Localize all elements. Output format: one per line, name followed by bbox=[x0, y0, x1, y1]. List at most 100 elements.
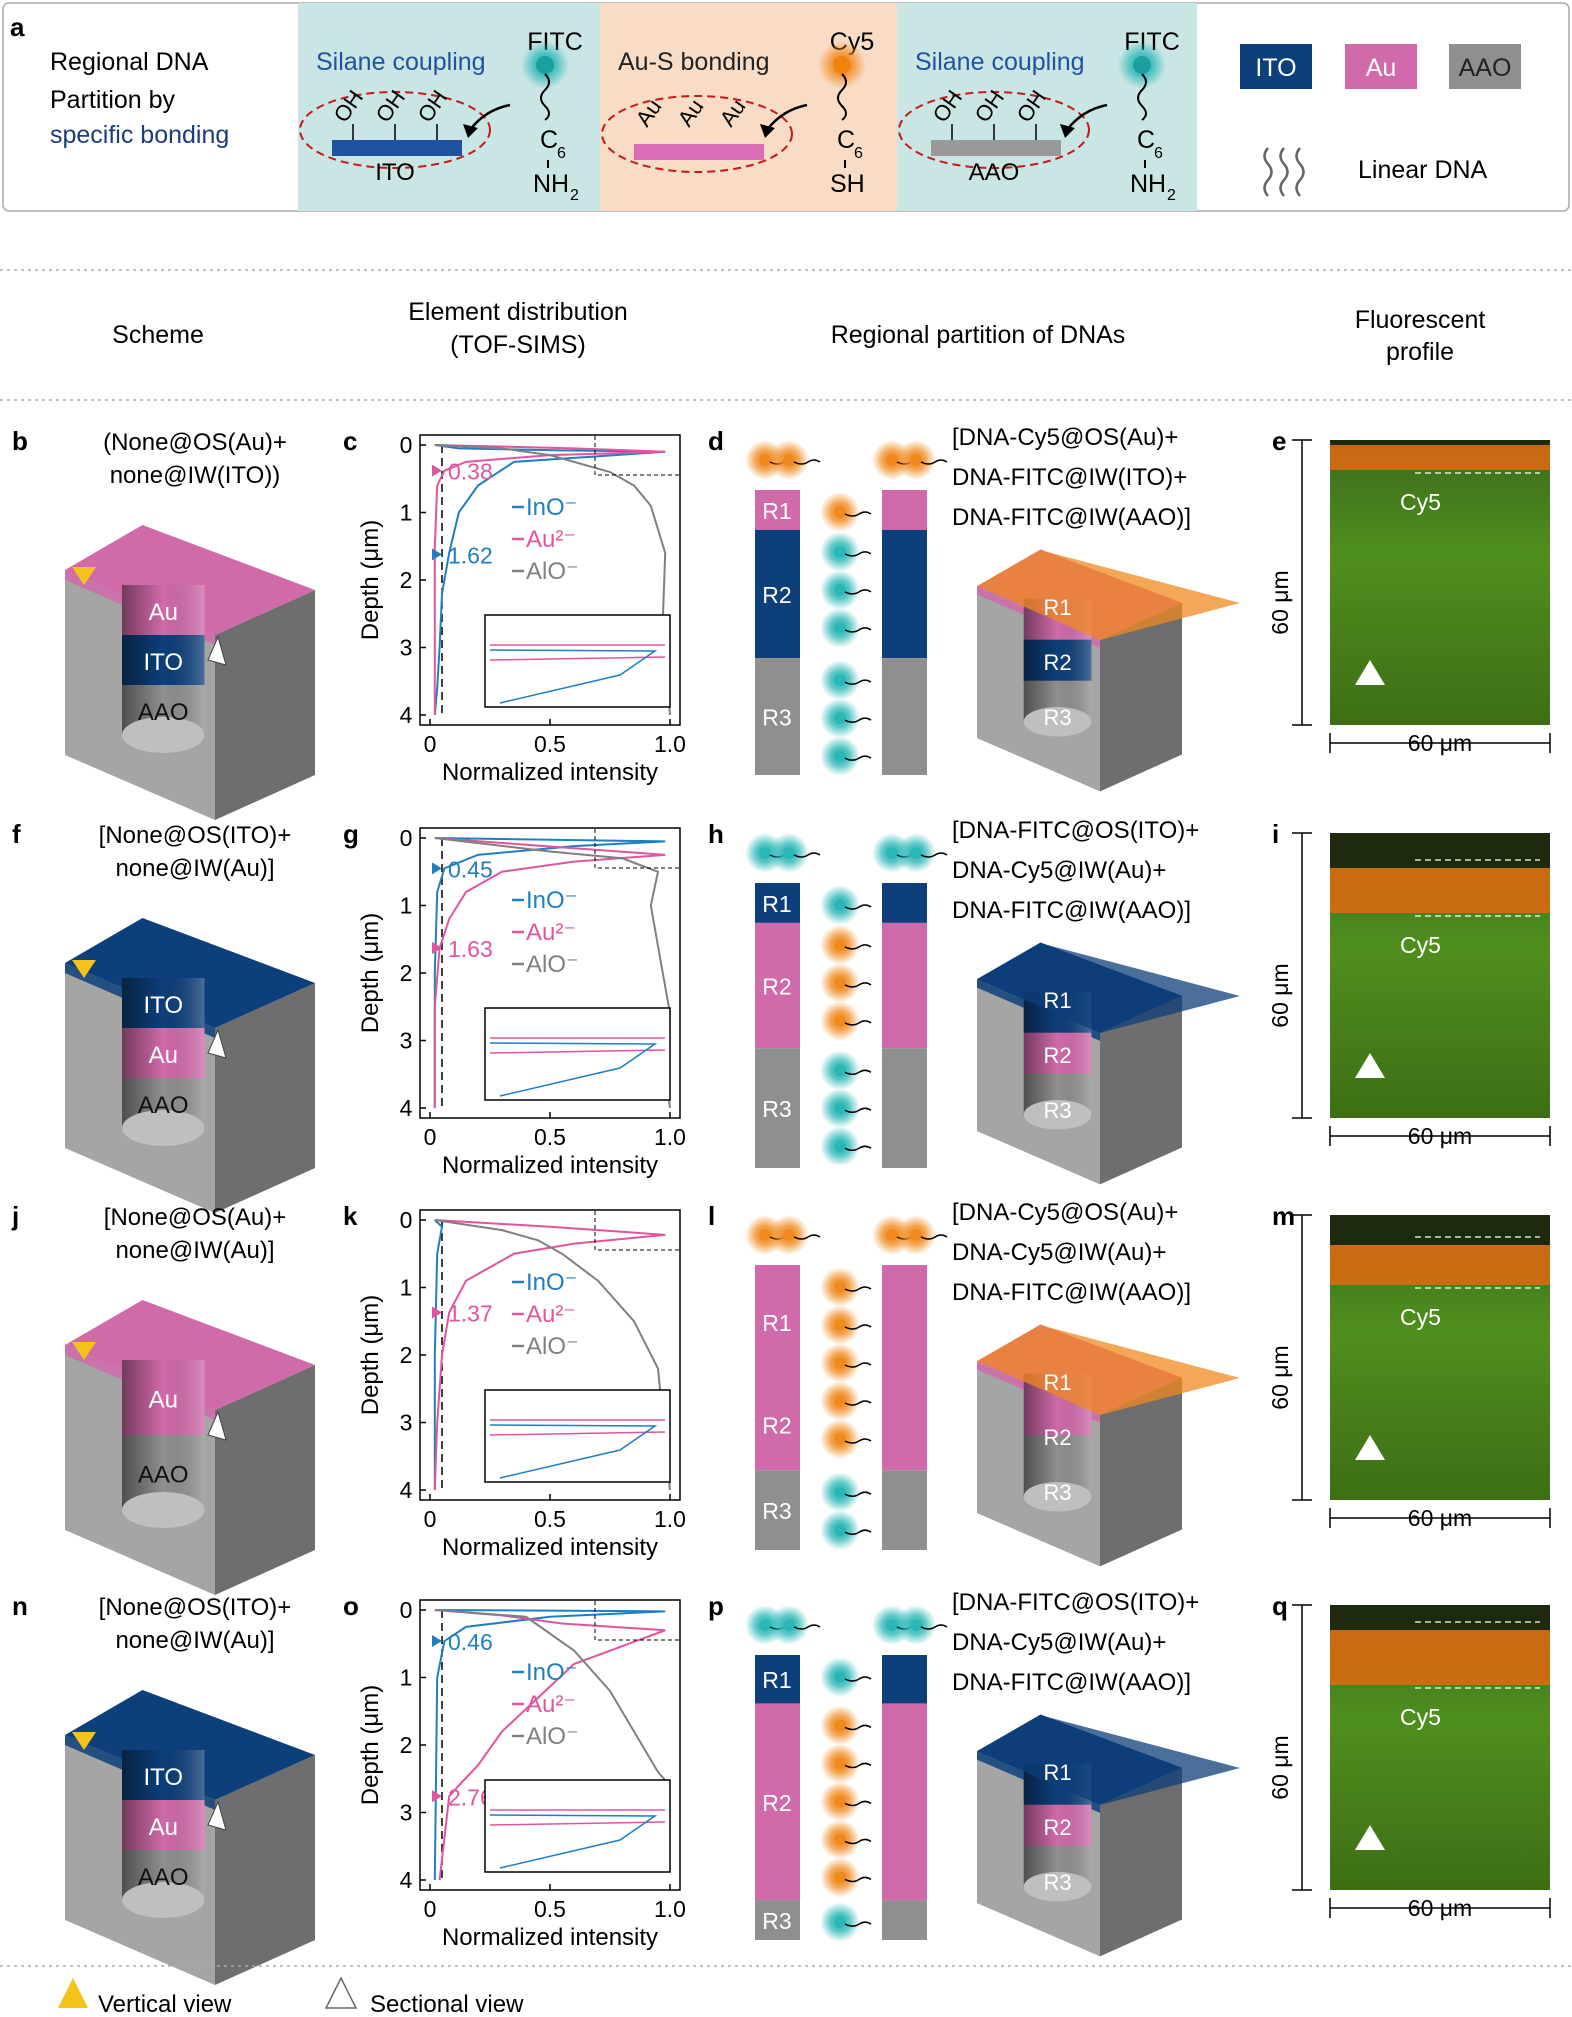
cube-top-face bbox=[65, 1300, 315, 1410]
legend-entry: InO⁻ bbox=[526, 494, 577, 521]
cy5-band bbox=[1330, 1630, 1550, 1685]
annotation-arrow bbox=[432, 1306, 442, 1319]
dna-column-segment bbox=[882, 1703, 927, 1901]
dna-column-segment bbox=[882, 1265, 927, 1379]
cube-right-face bbox=[215, 983, 315, 1213]
dna-column-segment bbox=[755, 1265, 800, 1379]
dna-column-segment bbox=[882, 1900, 927, 1940]
fluor-dark-top bbox=[1330, 1605, 1550, 1630]
fluor-dark-top bbox=[1330, 440, 1550, 445]
dna-title-line: [DNA-Cy5@OS(Au)+ bbox=[952, 424, 1178, 451]
dna-coating-top bbox=[977, 1715, 1240, 1805]
zoom-box bbox=[594, 1599, 681, 1641]
dna-dye-bead bbox=[834, 1719, 846, 1732]
dna-column-segment bbox=[755, 1655, 800, 1704]
bonding-title: Silane coupling bbox=[915, 48, 1085, 76]
series-line bbox=[434, 1219, 671, 1491]
fluor-dark-top bbox=[1330, 1215, 1550, 1245]
dna-dye-bead bbox=[834, 1871, 846, 1884]
dna-column-segment bbox=[882, 1379, 927, 1471]
legend-entry: InO⁻ bbox=[526, 1659, 577, 1686]
dna-dye-bead bbox=[910, 1229, 922, 1241]
scheme-title: [None@OS(ITO)+ bbox=[99, 822, 292, 849]
dna-dye-bead bbox=[834, 750, 846, 763]
arrow-head bbox=[1060, 124, 1075, 138]
panel-label: p bbox=[708, 1591, 724, 1621]
panel-label-a: a bbox=[10, 12, 25, 42]
y-tick-label: 2 bbox=[400, 1732, 413, 1758]
legend-entry: AlO⁻ bbox=[526, 1333, 579, 1360]
annotation-arrow bbox=[432, 1635, 442, 1648]
bonding-section-bg bbox=[897, 3, 1197, 211]
dna-dye-bead bbox=[834, 1433, 846, 1445]
dna-dye-bead bbox=[834, 545, 846, 558]
panel-label: j bbox=[11, 1201, 19, 1231]
series-line bbox=[433, 837, 666, 1108]
inset-frame bbox=[484, 1389, 671, 1483]
dna-dye-bead bbox=[834, 621, 846, 634]
substrate-label: ITO bbox=[375, 159, 415, 186]
dna-title-line: DNA-Cy5@IW(Au)+ bbox=[952, 1629, 1166, 1656]
bore-bottom bbox=[1023, 1481, 1092, 1512]
dna-dye-bead bbox=[834, 1281, 846, 1293]
zoom-box bbox=[594, 827, 681, 869]
dna-column-segment bbox=[755, 658, 800, 775]
y-tick-label: 3 bbox=[400, 1410, 413, 1436]
legend-label-linear-dna: Linear DNA bbox=[1358, 156, 1488, 184]
x-tick-label: 1.0 bbox=[654, 1896, 686, 1922]
dye-linker bbox=[1137, 73, 1147, 121]
dna-title-line: DNA-FITC@IW(AAO)] bbox=[952, 1279, 1191, 1306]
cube-region-label: R1 bbox=[1044, 595, 1072, 620]
y-tick-label: 1 bbox=[400, 1275, 413, 1301]
bore-bottom bbox=[122, 1882, 205, 1918]
dna-linker bbox=[793, 459, 821, 465]
legend-label: Au bbox=[1366, 54, 1397, 82]
series-line bbox=[433, 444, 666, 715]
x-axis-label: Normalized intensity bbox=[442, 1924, 658, 1951]
dna-dye-bead bbox=[886, 1619, 898, 1631]
sectional-view-marker bbox=[207, 1800, 227, 1831]
scheme-layer-label: AAO bbox=[138, 699, 189, 726]
bore-bottom bbox=[1023, 1099, 1092, 1130]
cube-region-label: R2 bbox=[1044, 1815, 1072, 1840]
panel-a-intro-line: Partition by bbox=[50, 86, 176, 114]
dna-dye-bead bbox=[759, 1229, 771, 1241]
dna-linker bbox=[844, 1286, 872, 1292]
scheme-layer-label: AAO bbox=[138, 1092, 189, 1119]
series-line bbox=[433, 1219, 444, 1490]
cube-right-face bbox=[215, 590, 315, 820]
dye-bead bbox=[833, 56, 851, 74]
cube-right-face bbox=[1100, 602, 1182, 792]
region-label: R3 bbox=[762, 1908, 791, 1934]
dna-linker bbox=[844, 589, 872, 595]
dna-dye-bead bbox=[834, 1833, 846, 1846]
substrate-bar bbox=[332, 140, 462, 156]
panel-label: n bbox=[12, 1591, 28, 1621]
selection-ellipse bbox=[299, 91, 491, 169]
inset-frame bbox=[484, 614, 671, 708]
dna-column-segment bbox=[882, 1470, 927, 1550]
dna-linker bbox=[844, 1069, 872, 1076]
dna-column-segment bbox=[755, 529, 800, 659]
cube-region-label: R3 bbox=[1044, 1480, 1072, 1505]
dna-linker bbox=[844, 511, 872, 517]
x-tick-label: 0.5 bbox=[534, 1124, 566, 1150]
dna-column-segment bbox=[882, 490, 927, 530]
bonding-title: Au-S bonding bbox=[618, 48, 770, 76]
dna-linker bbox=[844, 1800, 872, 1807]
scheme-title: none@IW(Au)] bbox=[115, 1627, 274, 1654]
bore-shading bbox=[122, 1360, 205, 1510]
region-label: R3 bbox=[762, 1498, 791, 1524]
dna-title-line: DNA-Cy5@IW(Au)+ bbox=[952, 857, 1166, 884]
sectional-view-marker bbox=[1355, 1053, 1385, 1078]
dna-column-segment bbox=[755, 1379, 800, 1471]
y-tick-label: 0 bbox=[400, 1597, 413, 1623]
substrate-label: AAO bbox=[969, 159, 1020, 186]
dna-dye-bead bbox=[910, 1619, 922, 1631]
annotation-label: 0.46 bbox=[448, 1629, 493, 1655]
sectional-view-marker bbox=[1355, 660, 1385, 685]
dna-dye-bead bbox=[886, 454, 898, 466]
dna-dye-bead bbox=[783, 1229, 795, 1241]
dna-column-segment bbox=[755, 1048, 800, 1168]
